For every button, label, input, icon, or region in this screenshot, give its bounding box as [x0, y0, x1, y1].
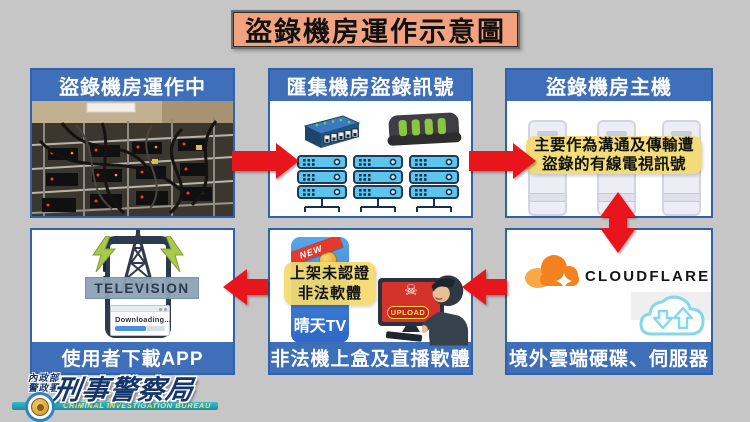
download-progress-bar	[115, 326, 165, 331]
panel-illegal-software-label: 非法機上盒及直播軟體	[270, 342, 471, 373]
cib-bureau-name: 刑事警察局	[51, 375, 196, 405]
app-note: 上架未認證 非法軟體	[284, 262, 376, 305]
download-dialog: Downloading...	[110, 305, 172, 336]
download-progress-fill	[115, 326, 146, 331]
server-room-photo	[32, 101, 233, 216]
download-text: Downloading...	[115, 315, 172, 324]
server-stack-icon	[297, 155, 347, 212]
server-stack-icon	[353, 155, 403, 213]
skull-icon: ☠	[404, 282, 418, 299]
panel-aggregation: 匯集機房盜錄訊號	[268, 68, 473, 218]
app-note-line1: 上架未認證	[289, 264, 370, 282]
panel-recording-room: 盜錄機房運作中	[30, 68, 235, 218]
panel-aggregation-header: 匯集機房盜錄訊號	[270, 70, 471, 101]
upload-button-text: UPLOAD	[390, 308, 426, 317]
media-converter-icon	[387, 112, 462, 146]
cloudflare-wordmark: CLOUDFLARE	[585, 268, 711, 285]
upload-download-cloud-icon	[639, 295, 705, 336]
lightning-icon	[160, 236, 184, 272]
page-title: 盜錄機房運作示意圖	[245, 17, 506, 47]
app-note-line2: 非法軟體	[297, 284, 362, 302]
download-dialog-titlebar	[111, 306, 169, 312]
panel-host-header: 盜錄機房主機	[507, 70, 711, 101]
app-name: 晴天TV	[293, 318, 347, 335]
cib-logo: CRIMINAL INVESTIGATION BUREAU 內政部 警政署 刑事…	[8, 371, 228, 422]
cib-ministry-line1: 內政部	[28, 373, 60, 384]
upload-button: UPLOAD	[387, 306, 429, 319]
host-note-line1: 主要作為溝通及傳輸遭	[533, 137, 694, 154]
host-note-line2: 盜錄的有線電視訊號	[541, 156, 686, 173]
hacker-monitor-screen: ☠ UPLOAD	[382, 282, 440, 322]
cib-badge-icon	[25, 392, 55, 422]
panel-user-download: TELEVISION Downloading... 使用者下載APP	[30, 228, 235, 375]
television-banner: TELEVISION	[85, 277, 199, 299]
cib-ministry-line2: 警政署	[28, 383, 60, 394]
television-banner-text: TELEVISION	[94, 280, 190, 296]
keyboard-icon	[385, 331, 423, 342]
panel-recording-room-header: 盜錄機房運作中	[32, 70, 233, 101]
lightning-icon	[92, 236, 116, 272]
cib-stripe	[12, 402, 218, 410]
cib-ministry: 內政部 警政署	[28, 374, 60, 394]
hacker-figure	[422, 275, 469, 346]
cloudflare-logo-icon	[525, 255, 579, 289]
network-switch-icon	[303, 115, 361, 148]
cib-english-name: CRIMINAL INVESTIGATION BUREAU	[63, 401, 211, 410]
host-note: 主要作為溝通及傳輸遭 盜錄的有線電視訊號	[526, 136, 702, 174]
server-stack-icon	[409, 155, 459, 213]
panel-cloud: CLOUDFLARE 境外雲端硬碟、伺服器	[505, 228, 713, 375]
title-box: 盜錄機房運作示意圖	[231, 10, 520, 49]
panel-cloud-label: 境外雲端硬碟、伺服器	[507, 342, 711, 373]
monitor-stand	[402, 326, 420, 332]
panel-user-download-label: 使用者下載APP	[32, 342, 233, 373]
